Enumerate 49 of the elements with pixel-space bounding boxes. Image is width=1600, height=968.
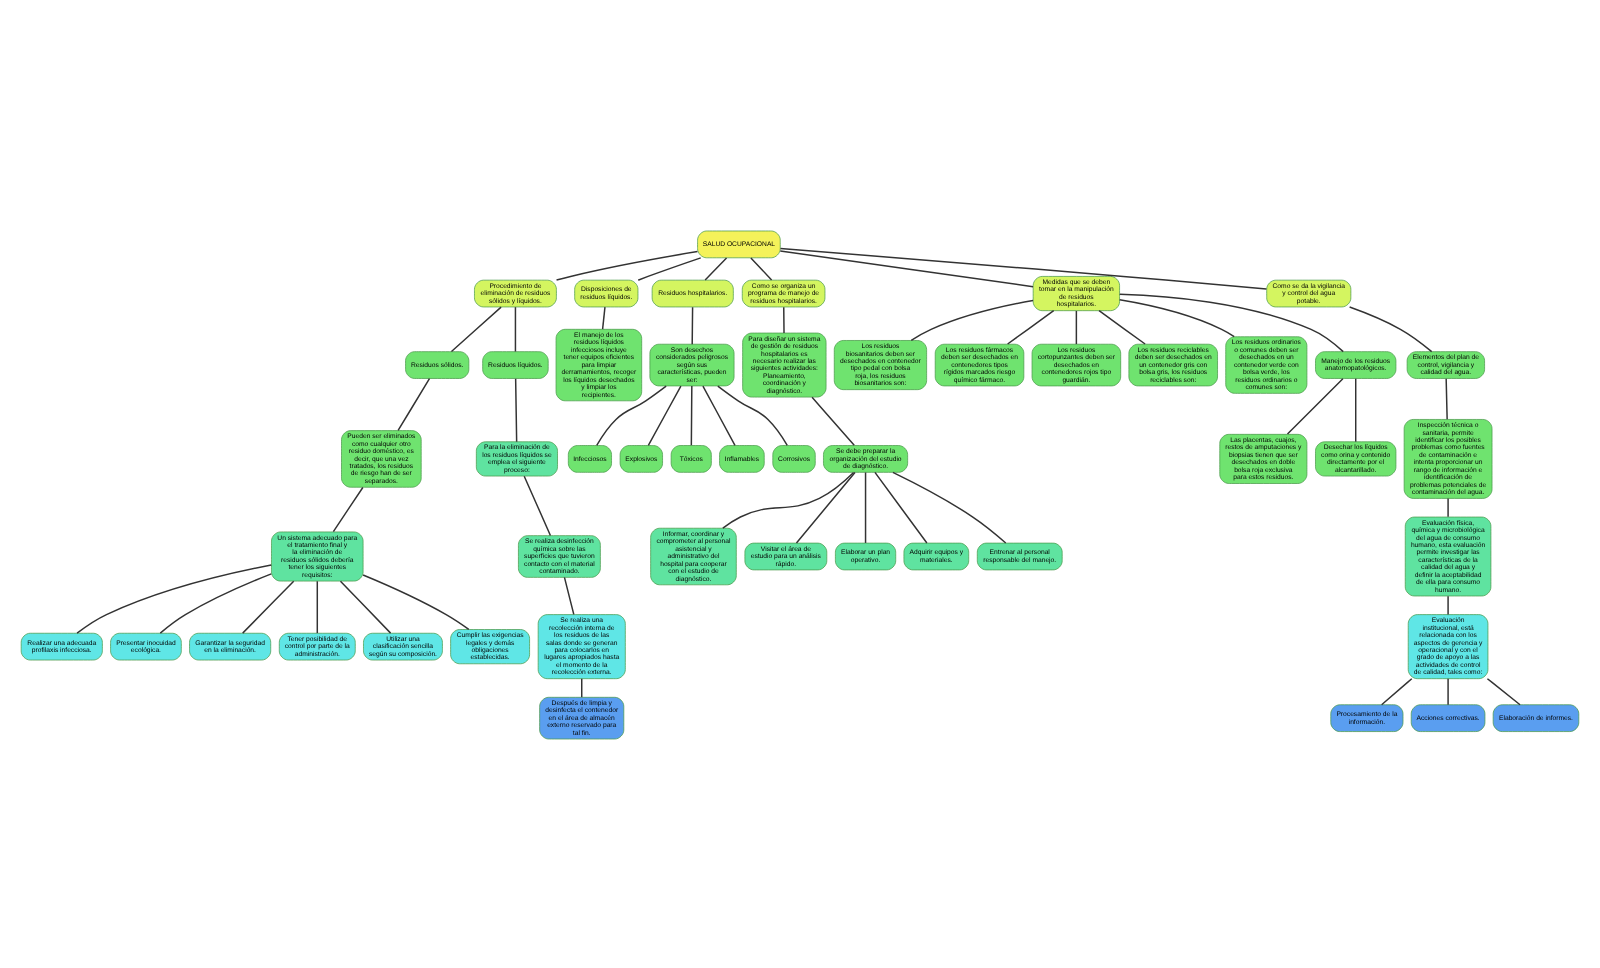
- connector: [1486, 676, 1521, 705]
- connector: [783, 305, 785, 333]
- connector: [581, 676, 583, 697]
- connector: [555, 249, 699, 280]
- connector: [1380, 676, 1413, 705]
- connector: [1098, 308, 1146, 344]
- connector: [892, 470, 1007, 543]
- connector: [811, 395, 855, 446]
- connector: [690, 384, 693, 446]
- connector: [1445, 376, 1448, 420]
- connector: [563, 575, 575, 615]
- connector: [722, 470, 855, 528]
- connector: [1354, 376, 1357, 442]
- connector: [514, 376, 518, 442]
- connector: [316, 579, 319, 633]
- connector: [1447, 496, 1449, 517]
- connector: [450, 305, 502, 352]
- connector: [864, 470, 867, 543]
- connector: [159, 572, 273, 633]
- connector: [514, 305, 517, 352]
- connector: [1447, 676, 1449, 705]
- connector: [1348, 305, 1433, 352]
- connector: [647, 384, 682, 446]
- connector: [704, 256, 728, 280]
- connector: [397, 376, 431, 431]
- connector: [795, 470, 856, 543]
- connector: [1006, 308, 1055, 344]
- connector: [702, 384, 736, 446]
- connector: [691, 305, 694, 344]
- connector: [339, 579, 392, 633]
- connector: [910, 298, 1034, 341]
- connector: [750, 256, 773, 280]
- connector: [1118, 298, 1235, 337]
- connector: [779, 246, 1268, 289]
- connector: [362, 573, 470, 630]
- connector: [523, 474, 552, 536]
- connector: [1447, 594, 1449, 615]
- connector: [332, 485, 364, 532]
- connector: [1118, 292, 1344, 352]
- connector: [717, 384, 788, 446]
- connector: [601, 305, 606, 329]
- connector: [76, 563, 273, 633]
- connector: [874, 470, 928, 543]
- connector: [1075, 309, 1078, 344]
- connector: [779, 249, 1034, 287]
- connector: [596, 384, 667, 446]
- connector: [637, 256, 702, 280]
- connector: [241, 579, 295, 633]
- connector: [1286, 376, 1344, 434]
